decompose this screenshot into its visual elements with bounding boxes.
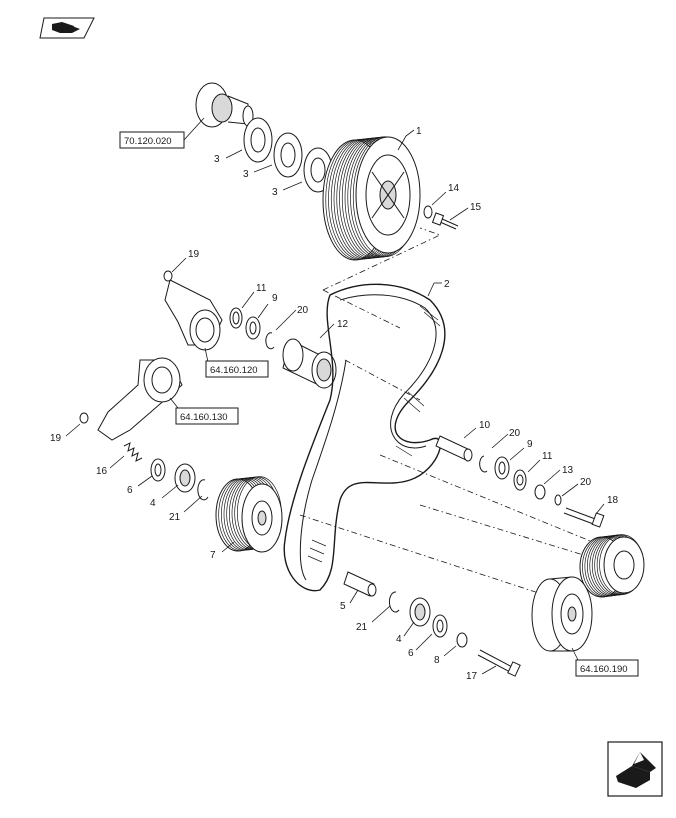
- poly-v-belt: [283, 283, 446, 592]
- reference-70-120-020[interactable]: 70.120.020: [119, 117, 205, 149]
- callout-19a: 19: [188, 249, 200, 260]
- reference-64-160-190[interactable]: 64.160.190: [571, 647, 639, 677]
- callout-10: 10: [479, 420, 491, 431]
- callout-17: 17: [466, 671, 478, 682]
- callout-3c: 3: [272, 187, 278, 198]
- callout-2: 2: [444, 279, 450, 290]
- callout-14: 14: [448, 183, 460, 194]
- callout-8: 8: [434, 655, 440, 666]
- reference-64-160-130[interactable]: 64.160.130: [169, 397, 239, 425]
- belt-rib: [407, 391, 425, 407]
- centre-lines: [299, 227, 601, 601]
- belt-rib: [395, 445, 413, 457]
- callout-4b: 4: [396, 634, 402, 645]
- next-page-arrow-icon[interactable]: [607, 741, 663, 797]
- belt-rib: [307, 555, 323, 563]
- smooth-pulley: [531, 576, 593, 652]
- callout-20c: 20: [580, 477, 592, 488]
- callout-6b: 6: [408, 648, 414, 659]
- callout-11a: 11: [256, 283, 267, 294]
- svg-text:70.120.020: 70.120.020: [124, 136, 172, 147]
- callout-3a: 3: [214, 154, 220, 165]
- right-shaft-set: [435, 435, 605, 528]
- svg-text:64.160.130: 64.160.130: [180, 412, 228, 423]
- gasket-plates: [243, 117, 333, 193]
- callout-7: 7: [210, 550, 216, 561]
- main-pulley: [322, 136, 421, 261]
- callout-19b: 19: [50, 433, 62, 444]
- belt-rib: [423, 311, 441, 327]
- svg-text:64.160.190: 64.160.190: [580, 664, 628, 675]
- washer-and-screw-top: [423, 205, 459, 230]
- callout-20b: 20: [509, 428, 521, 439]
- lower-centre-set: [343, 571, 521, 677]
- callout-15: 15: [470, 202, 482, 213]
- upper-ring-set: [229, 307, 275, 350]
- belt-rib: [309, 547, 325, 555]
- belt-rib: [311, 539, 327, 547]
- callout-4a: 4: [150, 498, 156, 509]
- callout-21b: 21: [356, 622, 368, 633]
- svg-text:64.160.120: 64.160.120: [210, 365, 258, 376]
- idler-pulley-left: [215, 476, 283, 553]
- callout-13: 13: [562, 465, 574, 476]
- callout-6a: 6: [127, 485, 133, 496]
- callout-1: 1: [416, 126, 422, 137]
- belt-rib: [419, 305, 439, 321]
- idler-pulley-right: [579, 534, 645, 598]
- callout-11b: 11: [542, 451, 553, 462]
- callout-20a: 20: [297, 305, 309, 316]
- idler-roller: [282, 338, 337, 389]
- callout-3b: 3: [243, 169, 249, 180]
- callout-5: 5: [340, 601, 346, 612]
- callout-12: 12: [337, 319, 349, 330]
- belt-rib: [403, 397, 421, 413]
- callout-16: 16: [96, 466, 108, 477]
- callout-9b: 9: [527, 439, 533, 450]
- tensioner-arm-upper: [163, 270, 223, 351]
- callout-9a: 9: [272, 293, 278, 304]
- tensioner-arm-lower: [79, 357, 183, 441]
- reference-boxes: 70.120.020 64.160.120 64.160.130 64.160.…: [119, 117, 639, 677]
- reference-64-160-120[interactable]: 64.160.120: [204, 347, 269, 378]
- callout-21a: 21: [169, 512, 181, 523]
- flywheel-hub: [195, 82, 254, 128]
- book-icon[interactable]: [39, 17, 95, 39]
- callout-18: 18: [607, 495, 619, 506]
- callouts: 1 2 3 3 3 4 4 5 6 6 7 8 9 9 10 11 11: [50, 126, 619, 682]
- lower-left-ring-set: [123, 442, 209, 501]
